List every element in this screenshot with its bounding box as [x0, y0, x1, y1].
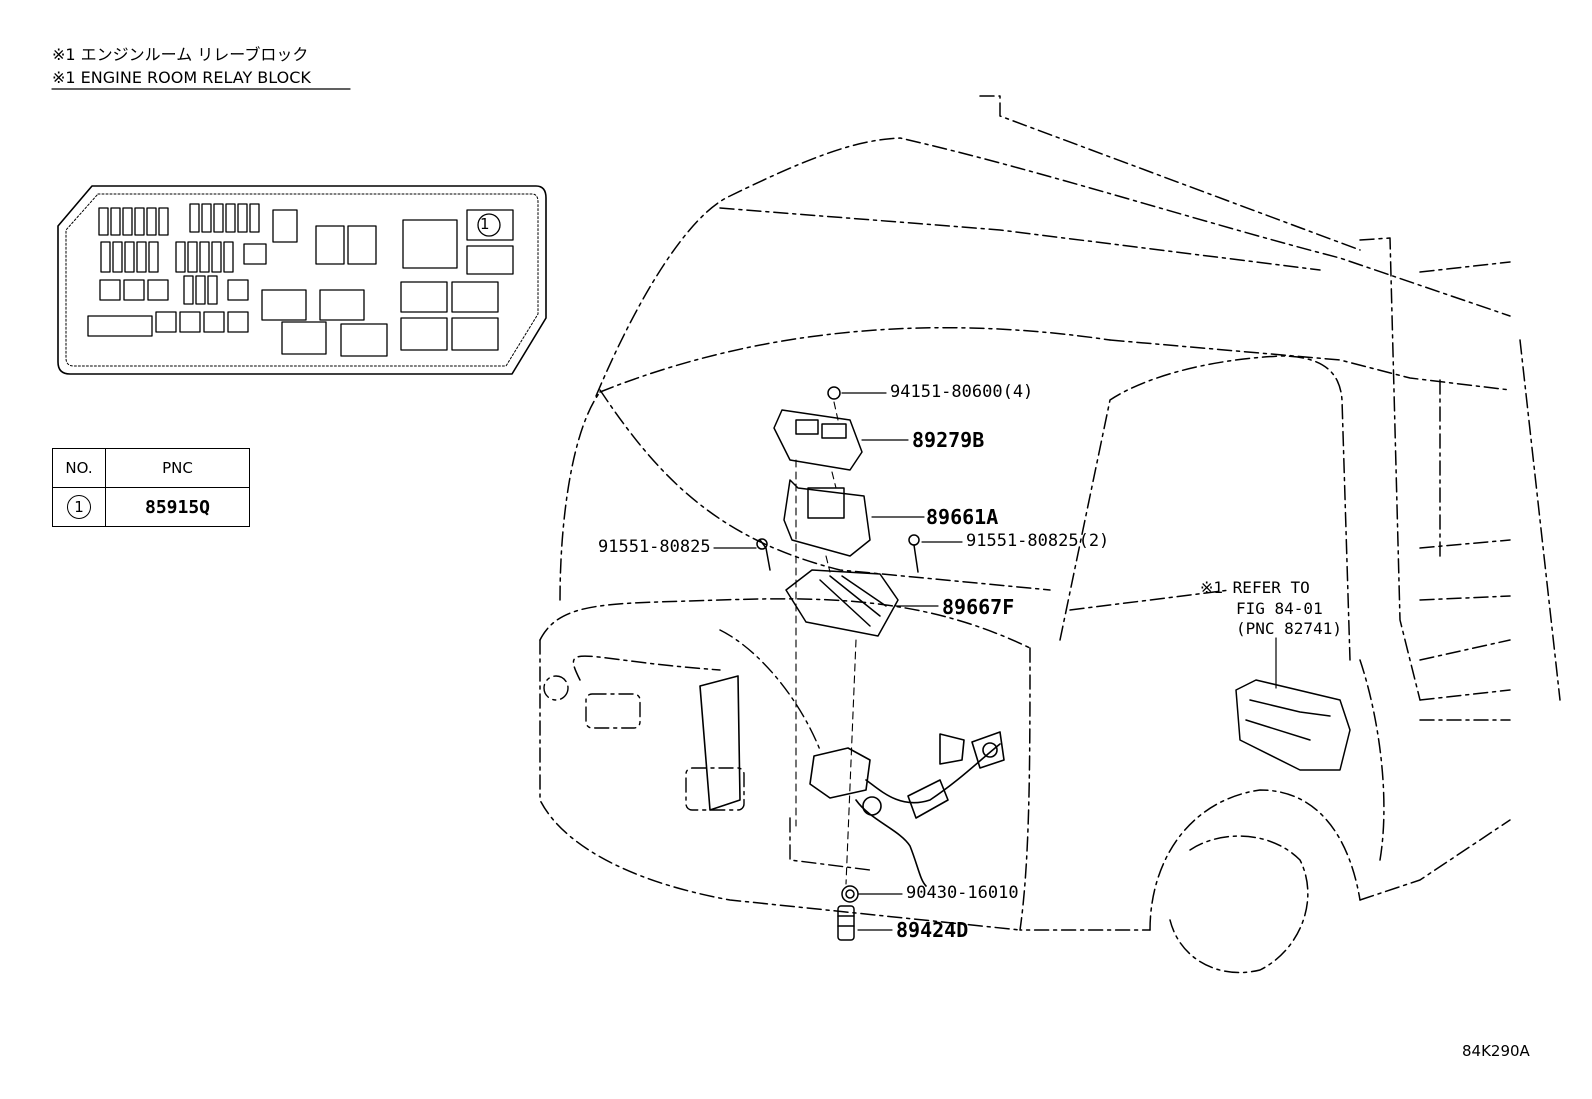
part-label-90430: 90430-16010	[906, 883, 1019, 903]
col-no-header: NO.	[52, 448, 106, 488]
figure-code: 84K290A	[1462, 1042, 1530, 1060]
truck-body-outline	[539, 95, 1561, 974]
sensor-parts	[837, 885, 859, 941]
header-en: ※1 ENGINE ROOM RELAY BLOCK	[52, 68, 311, 87]
relay-block	[57, 185, 547, 375]
part-label-94151: 94151-80600(4)	[890, 382, 1034, 402]
row-no: 1	[67, 495, 91, 519]
row-pnc: 85915Q	[105, 487, 250, 527]
part-label-89279b: 89279B	[912, 428, 985, 452]
leader-lines	[713, 392, 1277, 931]
part-label-91551-single: 91551-80825	[598, 537, 711, 557]
reference-line-1: ※1 REFER TO	[1200, 578, 1310, 597]
reference-line-2: FIG 84-01	[1236, 599, 1323, 618]
part-label-89661a: 89661A	[926, 505, 999, 529]
explode-axes	[795, 401, 857, 885]
ecu-assembly	[756, 386, 920, 637]
part-label-91551-double: 91551-80825(2)	[966, 531, 1110, 551]
part-label-89667f: 89667F	[942, 595, 1015, 619]
part-label-89424d: 89424D	[896, 918, 969, 942]
truck-front-details	[543, 629, 871, 871]
col-pnc-header: PNC	[105, 448, 250, 488]
pnc-table-header: NO. PNC	[52, 448, 250, 488]
reference-line-3: (PNC 82741)	[1236, 619, 1342, 638]
relay-block-installed	[1235, 679, 1351, 771]
pnc-table: NO. PNC 1 85915Q	[52, 448, 250, 527]
header-jp: ※1 エンジンルーム リレーブロック	[52, 45, 309, 64]
relay-block-callout: 1	[480, 215, 490, 233]
table-row: 1 85915Q	[52, 487, 250, 527]
wiring-harness	[699, 675, 1005, 887]
